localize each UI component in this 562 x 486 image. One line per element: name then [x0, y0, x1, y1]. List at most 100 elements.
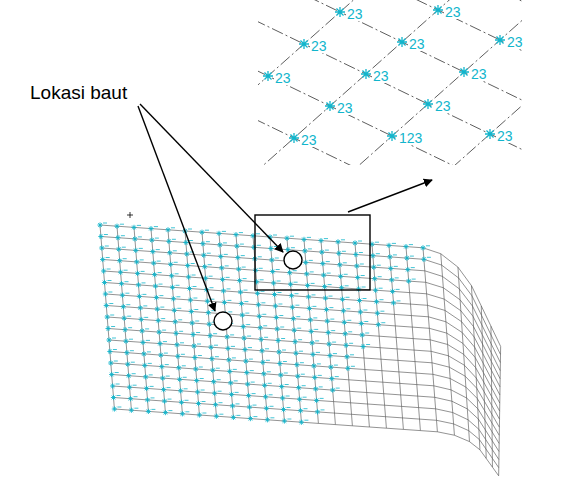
constraint-tick	[363, 298, 367, 299]
constraint-marker	[313, 386, 323, 391]
constraint-symbol	[170, 285, 175, 290]
constraint-tick	[332, 342, 336, 343]
constraint-symbol	[108, 360, 113, 365]
constraint-tick	[215, 356, 219, 357]
constraint-symbol	[271, 280, 276, 285]
constraint-marker	[139, 317, 149, 322]
constraint-tick	[165, 364, 169, 365]
constraint-marker	[217, 242, 227, 247]
constraint-marker	[342, 320, 352, 325]
mesh-line	[423, 248, 437, 432]
constraint-symbol	[244, 370, 249, 375]
mesh-line	[108, 329, 499, 420]
constraint-symbol	[110, 383, 115, 388]
constraint-marker	[323, 296, 333, 301]
inset-mesh-line	[258, 0, 522, 128]
constraint-tick	[325, 250, 329, 251]
constraint-marker	[357, 298, 367, 303]
constraint-marker	[263, 394, 273, 399]
zoom-inset	[258, 0, 522, 165]
constraint-symbol	[106, 326, 111, 331]
constraint-tick	[349, 343, 353, 344]
constraint-tick	[268, 383, 272, 384]
constraint-tick	[286, 396, 290, 397]
constraint-marker	[307, 306, 317, 311]
constraint-marker	[235, 255, 245, 260]
constraint-marker	[353, 252, 363, 257]
constraint-tick	[293, 270, 297, 271]
constraint-tick	[132, 373, 136, 374]
constraint-tick	[410, 256, 414, 257]
constraint-marker	[196, 401, 206, 406]
constraint-marker	[318, 238, 328, 243]
constraint-tick	[194, 309, 198, 310]
constraint-tick	[366, 344, 370, 345]
constraint-symbol	[276, 338, 281, 343]
constraint-tick	[312, 306, 316, 307]
dof-label: 23	[434, 99, 452, 113]
constraint-marker	[320, 261, 330, 266]
constraint-marker	[280, 395, 290, 400]
constraint-marker	[194, 378, 204, 383]
constraint-marker	[166, 239, 176, 244]
constraint-tick	[270, 406, 274, 407]
constraint-tick	[301, 374, 305, 375]
constraint-symbol	[324, 307, 329, 312]
mesh-line	[111, 363, 499, 443]
constraint-marker	[153, 284, 163, 289]
constraint-marker	[106, 326, 116, 331]
constraint-marker	[188, 297, 198, 302]
constraint-symbol	[353, 252, 358, 257]
constraint-symbol	[294, 362, 299, 367]
origin-mark	[127, 212, 133, 218]
constraint-symbol	[290, 305, 295, 310]
constraint-tick	[412, 279, 416, 280]
constraint-tick	[291, 247, 295, 248]
constraint-symbol	[243, 359, 248, 364]
constraint-tick	[160, 307, 164, 308]
constraint-symbol	[279, 384, 284, 389]
constraint-symbol	[420, 245, 425, 250]
constraint-tick	[282, 350, 286, 351]
constraint-tick	[242, 267, 246, 268]
constraint-tick	[283, 361, 287, 362]
constraint-symbol	[389, 277, 394, 282]
constraint-symbol	[299, 39, 309, 49]
constraint-tick	[137, 225, 141, 226]
constraint-marker	[134, 259, 144, 264]
constraint-symbol	[318, 238, 323, 243]
constraint-marker	[311, 363, 321, 368]
constraint-marker	[243, 359, 253, 364]
constraint-tick	[108, 280, 112, 281]
constraint-marker	[272, 292, 282, 297]
constraint-symbol	[295, 374, 300, 379]
constraint-tick	[394, 266, 398, 267]
constraint-symbol	[259, 337, 264, 342]
constraint-marker	[220, 277, 230, 282]
constraint-symbol	[131, 225, 136, 230]
fe-mesh	[100, 225, 501, 476]
constraint-marker	[284, 236, 294, 241]
constraint-marker	[116, 247, 126, 252]
constraint-symbol	[270, 269, 275, 274]
constraint-marker	[172, 308, 182, 313]
constraint-symbol	[391, 300, 396, 305]
constraint-marker	[204, 287, 214, 292]
inset-mesh-line	[258, 0, 484, 165]
constraint-symbol	[105, 314, 110, 319]
constraint-symbol	[281, 407, 286, 412]
constraint-marker	[171, 296, 181, 301]
constraint-marker	[156, 318, 166, 323]
constraint-symbol	[322, 284, 327, 289]
constraint-tick	[359, 252, 363, 253]
constraint-symbol	[205, 299, 210, 304]
constraint-marker	[180, 411, 190, 416]
constraint-marker	[260, 360, 270, 365]
constraint-tick	[120, 224, 124, 225]
mesh-line	[185, 231, 199, 415]
constraint-marker	[177, 377, 187, 382]
constraint-tick	[266, 360, 270, 361]
constraint-tick	[157, 261, 161, 262]
boundary-markers	[97, 222, 431, 424]
